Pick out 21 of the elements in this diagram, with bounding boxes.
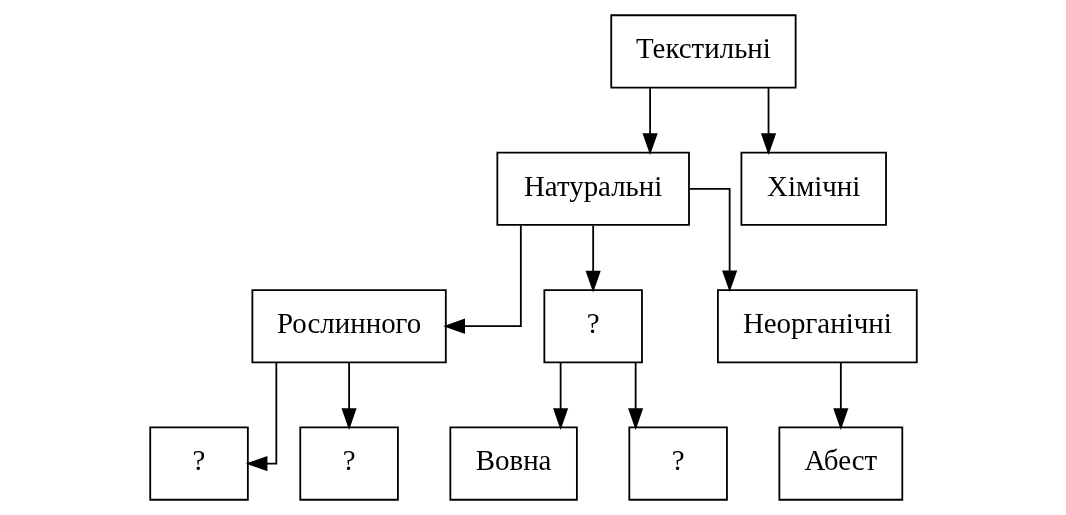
node-box: Текстильні [609, 14, 797, 89]
node-box: ? [542, 289, 643, 364]
node-box: ? [298, 426, 399, 501]
arrow [341, 362, 357, 430]
arrow [442, 224, 522, 334]
arrow [552, 362, 568, 430]
arrow [627, 362, 643, 430]
node-box: Натуральні [495, 151, 690, 226]
arrow [760, 87, 776, 156]
node-box: Абест [777, 426, 903, 501]
arrow [585, 224, 601, 293]
arrow [832, 362, 848, 430]
node-box: Рослинного [250, 289, 447, 364]
node-box: Вовна [448, 426, 578, 501]
node-box: Хімічні [740, 151, 887, 226]
arrow [642, 87, 658, 156]
node-box: Неорганічні [716, 289, 918, 364]
arrow [245, 362, 277, 472]
arrow [688, 187, 737, 293]
node-box: ? [148, 426, 249, 501]
node-box: ? [627, 426, 728, 501]
